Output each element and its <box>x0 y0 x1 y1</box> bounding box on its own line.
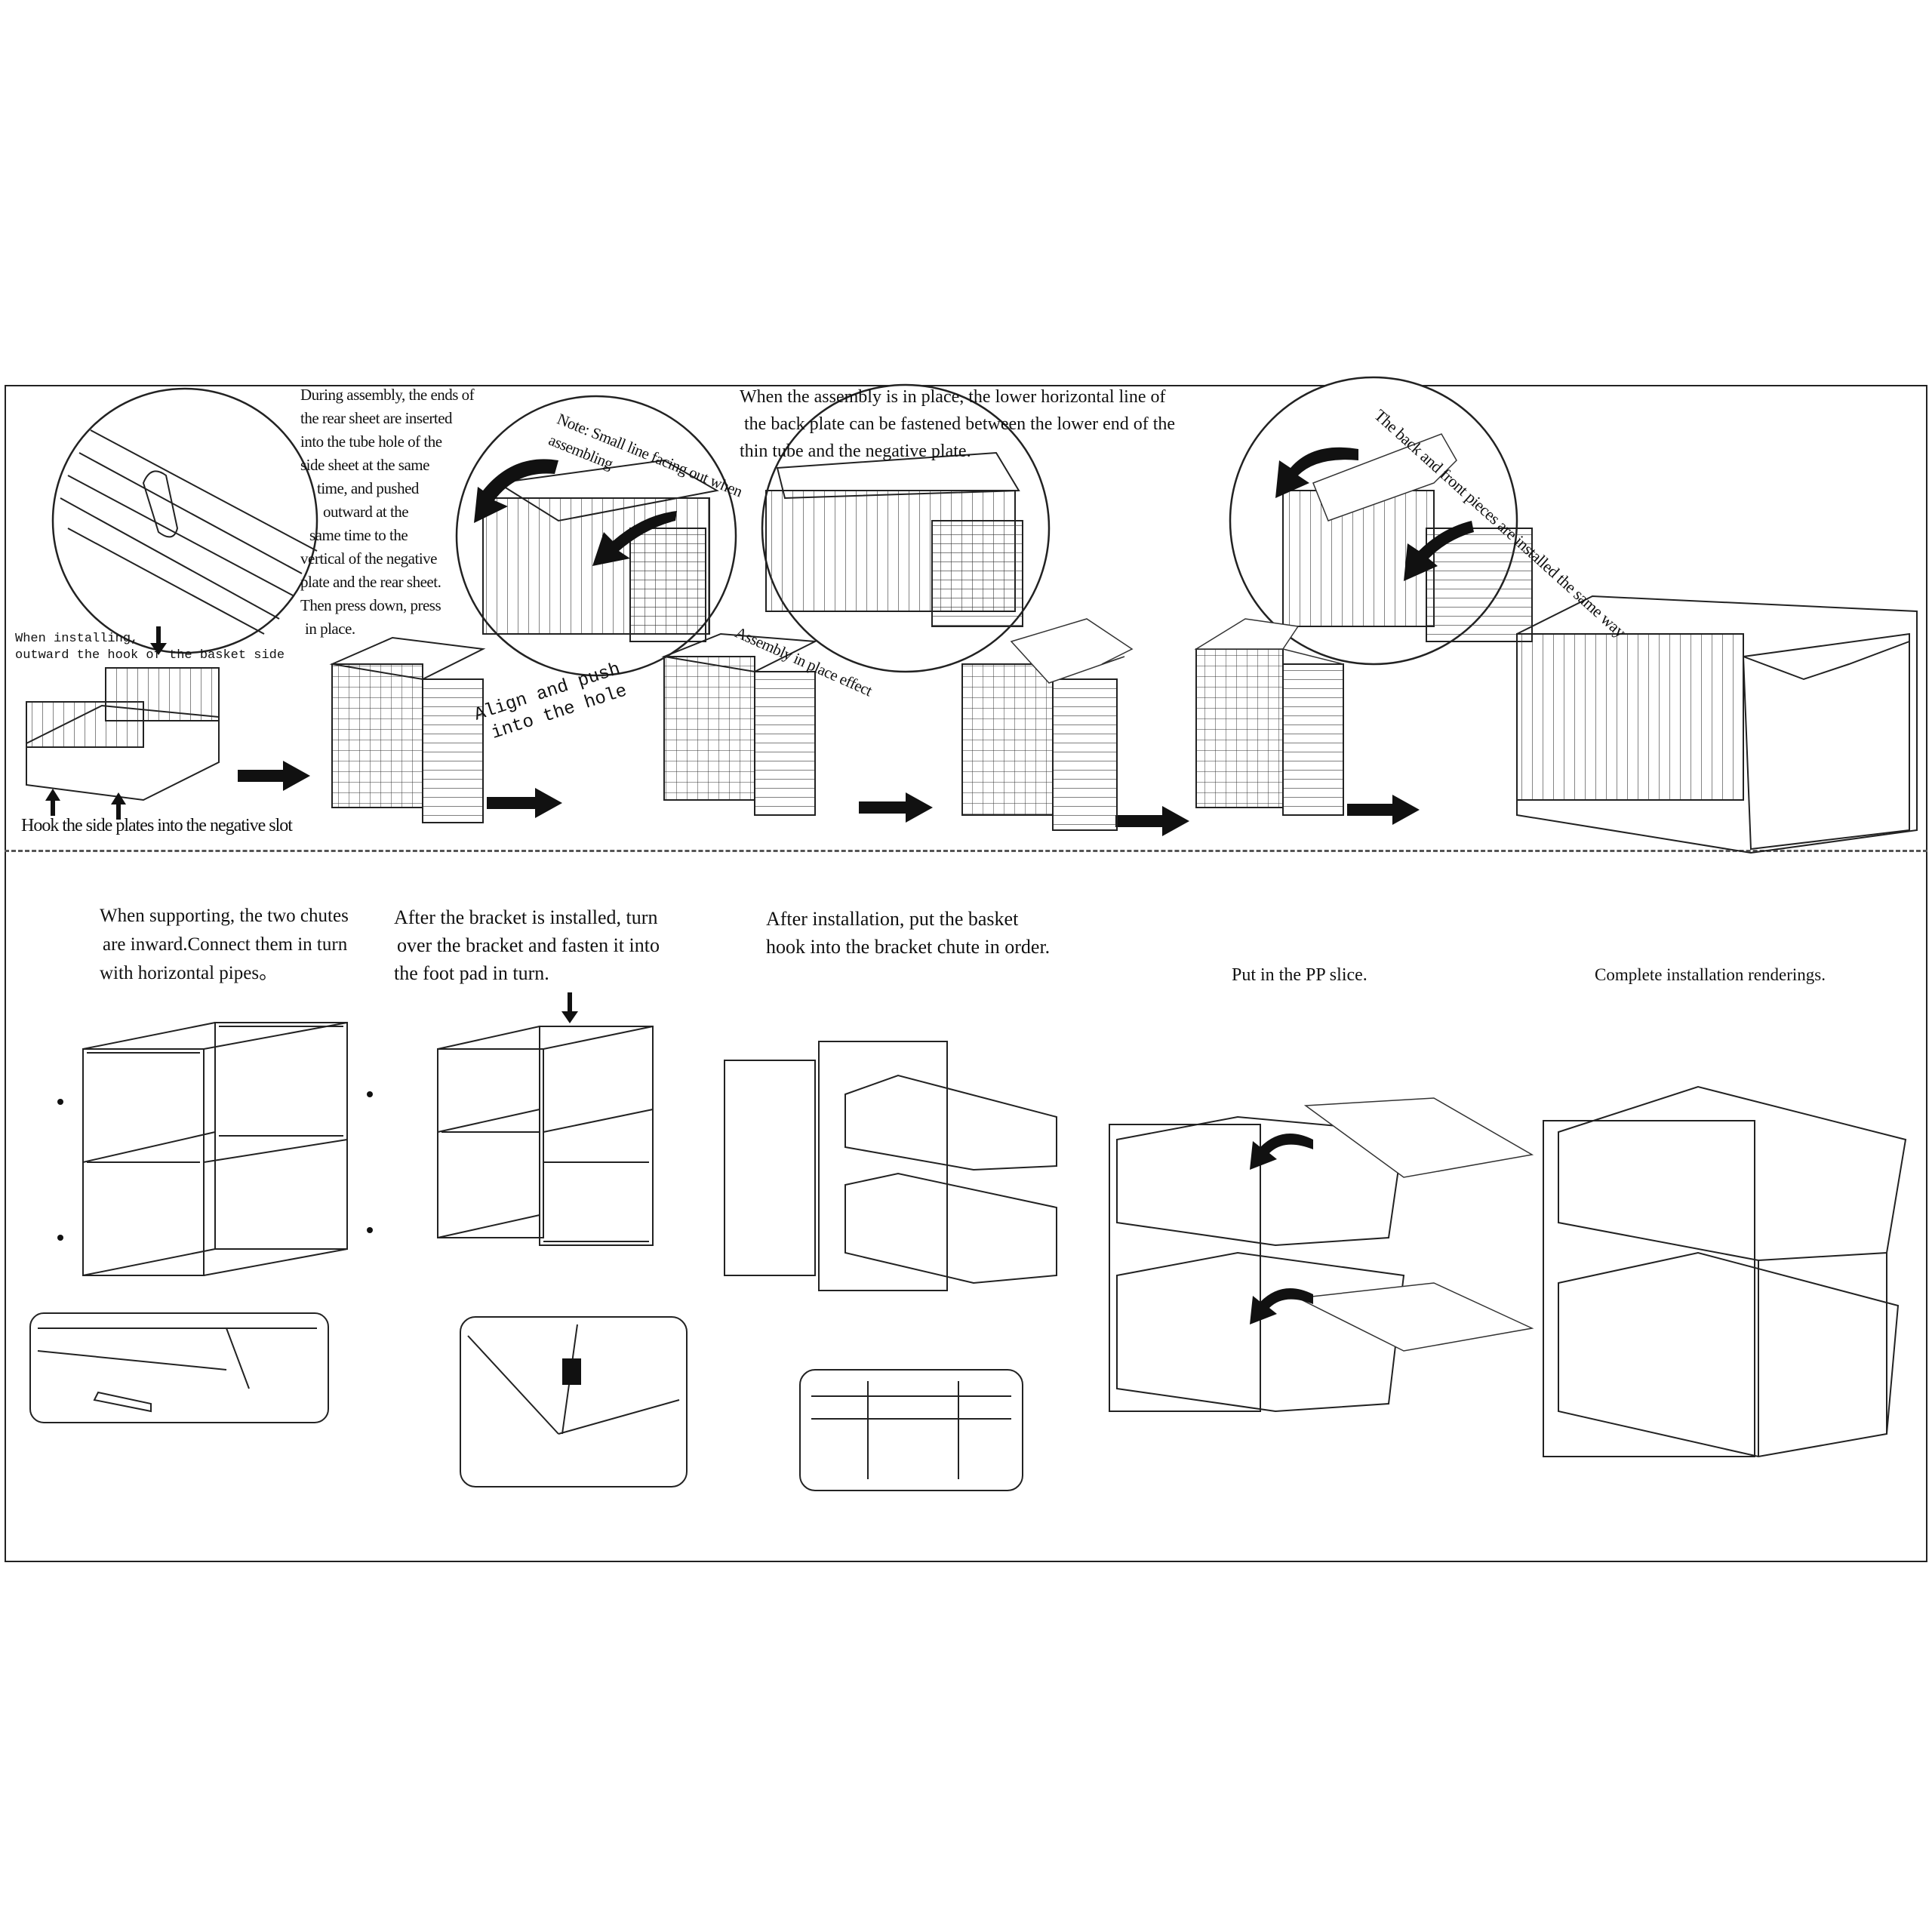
step4-instructions: Put in the PP slice. <box>1232 965 1367 985</box>
section-divider <box>5 850 1927 852</box>
curved-arrow-icon <box>1404 521 1474 581</box>
arrow-up-icon <box>45 789 60 816</box>
hex-key-detail-box <box>29 1312 329 1423</box>
bracket-with-baskets <box>724 1041 1057 1291</box>
hex-key-icon <box>93 1391 152 1413</box>
curved-arrow-icon <box>1250 1134 1313 1170</box>
back-plate-note: When the assembly is in place, the lower… <box>740 387 1176 461</box>
hook-outward-note: When installing, outward the hook of the… <box>15 632 285 663</box>
arrow-right-icon <box>859 792 933 823</box>
basket-step2 <box>329 636 486 823</box>
curved-arrow-icon <box>474 459 558 523</box>
arrow-down-icon <box>561 992 578 1023</box>
basket-base-step1 <box>26 667 220 801</box>
complete-rack <box>1543 1085 1907 1458</box>
back-plate-detail-circle <box>761 383 1051 673</box>
arrow-right-icon <box>1347 795 1420 825</box>
curved-arrow-icon <box>592 511 677 566</box>
arrow-right-icon <box>487 788 562 818</box>
foot-pad-detail-box <box>460 1316 688 1487</box>
arrow-up-icon <box>111 792 126 820</box>
rack-pp-slice <box>1109 1097 1534 1413</box>
step3-instructions: After installation, put the basket hook … <box>766 908 1051 958</box>
arrow-down-icon <box>150 626 167 655</box>
screw-icon <box>57 1091 373 1241</box>
step5-instructions: Complete installation renderings. <box>1595 965 1826 984</box>
finished-basket <box>1516 595 1918 854</box>
hook-side-plates-label: Hook the side plates into the negative s… <box>21 816 293 835</box>
step1-instructions: When supporting, the two chutes are inwa… <box>100 906 349 983</box>
arrow-right-icon <box>238 761 310 791</box>
rear-sheet-note: During assembly, the ends of the rear sh… <box>300 386 475 638</box>
arrow-right-icon <box>1115 806 1189 836</box>
curved-arrow-icon <box>1275 447 1358 498</box>
foot-pad-icon <box>562 1358 581 1385</box>
front-piece-detail-circle <box>1229 376 1533 666</box>
basket-step3 <box>661 632 818 816</box>
basket-step5 <box>1194 618 1344 816</box>
bracket-frame-2 <box>437 1026 654 1246</box>
step2-instructions: After the bracket is installed, turn ove… <box>394 906 660 984</box>
instruction-sheet <box>5 385 1927 1562</box>
curved-arrow-icon <box>1250 1288 1313 1324</box>
chute-detail-box <box>799 1369 1023 1491</box>
hook-detail-circle <box>51 387 318 654</box>
basket-step4 <box>961 618 1134 831</box>
bracket-frame-1 <box>82 1022 348 1276</box>
